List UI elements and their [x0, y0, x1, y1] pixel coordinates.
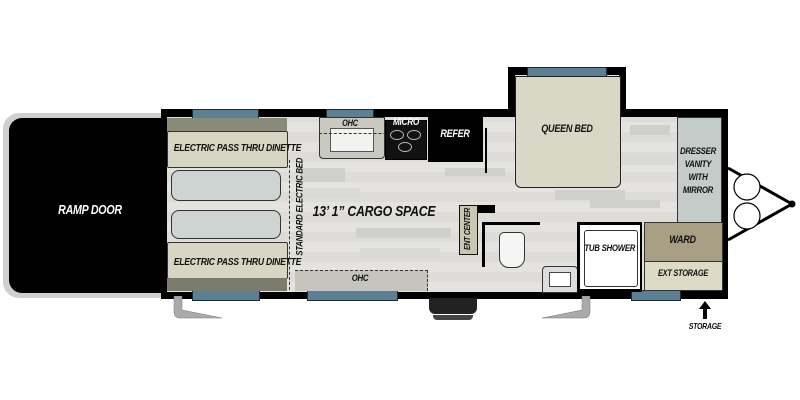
ohc-top-outline: [319, 117, 431, 134]
ext-storage-label: EXT STORAGE: [657, 268, 709, 278]
dresser-label-1: DRESSER: [680, 146, 716, 157]
partition-wall: [485, 128, 487, 173]
floor-plank: [445, 168, 505, 176]
floor-plank: [555, 190, 625, 200]
ohc-top-label: OHC: [342, 118, 358, 128]
ramp-door: [9, 118, 165, 293]
stove: [385, 120, 427, 160]
dinette-bottom-label: ELECTRIC PASS THRU DINETTE: [173, 256, 302, 268]
floor-plank: [630, 125, 670, 135]
dresser-label-4: MIRROR: [682, 185, 714, 196]
dinette-top-label: ELECTRIC PASS THRU DINETTE: [173, 142, 302, 154]
dinette-top: [167, 131, 288, 168]
floor-plank: [356, 228, 451, 238]
tub-shower-basin: [584, 230, 638, 287]
refrigerator: [428, 117, 483, 162]
ohc-bottom-outline: [295, 270, 428, 291]
wardrobe: [644, 222, 723, 262]
ent-center: [459, 205, 478, 255]
ext-storage: [644, 261, 723, 291]
dinette-table-bottom: [171, 210, 281, 239]
toilet-icon: [499, 232, 525, 268]
ohc-bottom-label: OHC: [351, 273, 369, 284]
dresser-vanity: [677, 117, 722, 224]
jack-icon: [541, 296, 591, 319]
storage-label: STORAGE: [688, 321, 722, 331]
ent-center-wall: [475, 205, 495, 213]
burner-icon: [407, 130, 421, 140]
tub-shower-label: TUB SHOWER: [584, 243, 636, 254]
electric-bed-outline: [289, 160, 290, 290]
refer-label: REFER: [440, 128, 470, 140]
floor-plank: [360, 248, 440, 258]
kitchen-sink: [330, 128, 374, 152]
burner-icon: [390, 130, 404, 140]
bathroom-sink-basin: [549, 272, 571, 287]
bath-wall-top: [485, 222, 540, 225]
cargo-space-label: 13’ 1” CARGO SPACE: [312, 203, 436, 220]
entry-step-icon: [429, 298, 477, 314]
ent-center-label: ENT CENTER: [462, 207, 472, 251]
dresser-label-3: WITH: [688, 172, 708, 183]
bath-wall-left: [482, 222, 485, 267]
floor-plank: [300, 168, 345, 182]
window: [307, 290, 398, 301]
arrow-up-icon: [699, 301, 711, 319]
queen-bed-label: QUEEN BED: [541, 123, 593, 135]
dinette-bottom-back: [167, 278, 287, 291]
entry-step-lower: [433, 315, 473, 320]
electric-bed-label: STANDARD ELECTRIC BED: [294, 157, 306, 256]
ramp-door-label: RAMP DOOR: [58, 202, 122, 217]
ward-label: WARD: [669, 234, 696, 246]
burner-icon: [398, 142, 412, 152]
floor-plank: [300, 188, 360, 198]
floor-plank: [590, 200, 660, 208]
queen-bed: [515, 76, 621, 188]
jack-icon: [173, 296, 223, 319]
dresser-label-2: VANITY: [684, 159, 712, 170]
dinette-table-top: [171, 170, 281, 201]
micro-label: MICRO: [392, 117, 420, 128]
dinette-top-back: [167, 118, 287, 132]
propane-tank-icon: [733, 173, 761, 230]
